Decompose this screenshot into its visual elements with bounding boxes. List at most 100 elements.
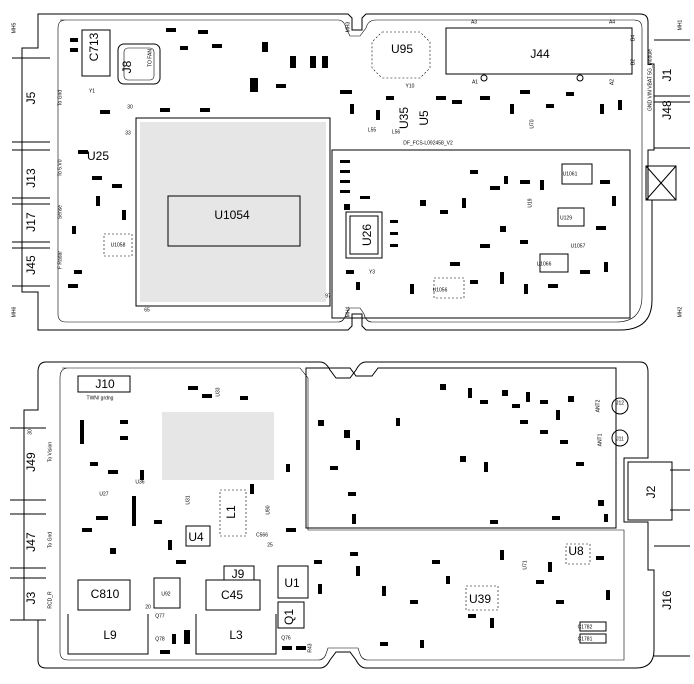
label-q76: Q76	[281, 635, 291, 641]
label-u1054: U1054	[214, 208, 250, 222]
label-l9: L9	[103, 628, 117, 642]
label-l20: 20	[145, 604, 151, 610]
top-small-parts	[68, 28, 622, 294]
label-u35: U35	[397, 107, 411, 129]
c1781-outline	[579, 633, 607, 644]
label-u90: U90	[265, 505, 271, 514]
u95-outline	[371, 31, 431, 79]
label-l56: L56	[392, 129, 401, 135]
label-j12: J12	[616, 400, 624, 406]
label-ant2: ANT2	[595, 399, 601, 412]
label-j44: J44	[530, 47, 550, 61]
u1056-outline	[433, 277, 465, 299]
label-l25: 25	[267, 542, 273, 548]
label-u31: U31	[185, 495, 191, 504]
label-u33: U33	[215, 387, 221, 396]
q1-outline	[277, 601, 305, 629]
label-to_gnd: To Gnd	[57, 90, 63, 106]
rf-shield-outline	[331, 149, 631, 319]
label-mh5: MH5	[11, 23, 17, 34]
label-j1: J1	[660, 68, 674, 81]
label-u1057: U1057	[571, 243, 586, 249]
u26-outline	[345, 211, 383, 259]
label-l33: 33	[125, 130, 131, 136]
label-mh3: MH3	[345, 22, 351, 33]
label-to_fan: TO FAN	[147, 49, 153, 67]
label-j10: J10	[95, 377, 115, 391]
c810-outline	[77, 579, 131, 611]
label-c45: C45	[221, 588, 243, 602]
label-r43: R43	[307, 643, 313, 652]
label-twn_grdng: TWN/ grdng	[87, 395, 114, 401]
label-q78: Q78	[155, 636, 165, 642]
bottom-board-outline	[23, 361, 655, 669]
label-j48: J48	[660, 100, 674, 120]
label-u1056: U1056	[433, 287, 448, 293]
u39-outline	[465, 585, 499, 611]
label-l30b: 30	[27, 429, 33, 435]
label-u71: U71	[522, 560, 528, 569]
j44-outline	[445, 27, 633, 75]
label-q77: Q77	[155, 613, 165, 619]
u4-outline	[185, 525, 211, 547]
label-y1: Y1	[89, 88, 95, 94]
label-y3: Y3	[369, 269, 375, 275]
label-u1061: U1061	[563, 171, 578, 177]
label-to_gnd2: To Gnd	[47, 532, 53, 548]
label-sense: Sense	[57, 205, 63, 219]
label-l1781: C1781	[578, 636, 593, 642]
label-a3: A3	[471, 19, 477, 25]
label-f_radar: F Radar	[57, 251, 63, 269]
top-board	[12, 13, 690, 331]
label-mh2: MH2	[677, 307, 683, 318]
label-rcd_r: RCD_R	[47, 591, 53, 609]
label-u39: U39	[469, 592, 491, 606]
j12-outline	[611, 397, 629, 415]
label-a4: A4	[609, 19, 615, 25]
u1066-outline	[539, 253, 569, 273]
label-l1782: C1782	[578, 624, 593, 630]
label-a1: A1	[472, 79, 478, 85]
c1782-outline	[579, 621, 607, 632]
label-l65: 65	[144, 307, 150, 313]
u92-outline	[153, 577, 181, 609]
label-j8: J8	[120, 60, 134, 73]
fan-marker	[645, 165, 677, 201]
label-y10: Y10	[406, 83, 415, 89]
label-c713: C713	[87, 32, 101, 61]
c713-outline	[81, 29, 111, 77]
label-l55: L55	[368, 127, 377, 133]
label-u92: U92	[161, 591, 170, 597]
label-u1066: U1066	[537, 261, 552, 267]
label-u27: U27	[99, 491, 108, 497]
bottom-board-inner	[59, 367, 625, 661]
j10-outline	[77, 375, 131, 393]
label-mh4: MH4	[345, 307, 351, 318]
label-j5: J5	[24, 91, 38, 104]
label-u95: U95	[391, 42, 413, 56]
bottom-small-parts	[80, 384, 610, 654]
label-c566: C566	[256, 532, 268, 538]
bottom-left-connectors	[10, 427, 46, 621]
label-j9: J9	[232, 567, 245, 581]
label-u36: U36	[135, 479, 144, 485]
j8-inner	[123, 47, 155, 81]
u129-outline	[557, 207, 585, 227]
top-board-outline	[21, 13, 655, 331]
label-j2: J2	[644, 485, 658, 498]
u1054-fill	[140, 122, 326, 302]
top-board-inner-outline	[57, 19, 643, 323]
label-c810: C810	[91, 587, 120, 601]
label-j11: J11	[616, 436, 624, 442]
label-u129: U129	[560, 215, 572, 221]
label-l97: 97	[325, 293, 331, 299]
label-b2: B2	[630, 59, 636, 65]
label-mh1: MH1	[677, 20, 683, 31]
label-l1: L1	[224, 505, 238, 519]
label-j45: J45	[24, 255, 38, 275]
u1061-outline	[561, 163, 593, 185]
bottom-rf-compartment	[305, 367, 617, 529]
